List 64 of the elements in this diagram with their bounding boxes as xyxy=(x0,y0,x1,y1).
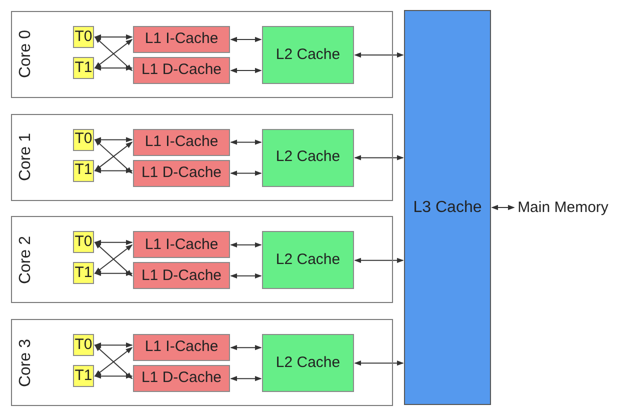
l1-cache-box xyxy=(133,262,230,290)
arrow xyxy=(94,373,133,379)
cache-label: T0 xyxy=(74,336,92,354)
core-box xyxy=(11,114,393,201)
cache-label: T1 xyxy=(74,368,92,384)
arrow xyxy=(94,240,133,246)
l3-cache-box xyxy=(404,10,491,405)
arrow xyxy=(230,68,262,74)
l1-cache-box xyxy=(133,26,230,53)
arrow xyxy=(230,344,262,350)
arrow xyxy=(230,242,262,248)
arrow xyxy=(354,360,404,366)
core-box xyxy=(11,11,393,98)
arrow xyxy=(230,376,262,382)
cache-label: T0 xyxy=(74,131,92,148)
l1-cache-box xyxy=(133,365,230,392)
arrow xyxy=(94,137,133,142)
cache-label: L3 Cache xyxy=(413,198,482,216)
l1-cache-box xyxy=(133,231,230,258)
arrow xyxy=(94,65,133,71)
l2-cache-box xyxy=(262,128,354,187)
arrow xyxy=(230,170,262,176)
l1-cache-box xyxy=(133,334,230,362)
arrow xyxy=(354,155,404,160)
cache-label: L2 Cache xyxy=(276,354,340,372)
cache-label: L1 D-Cache xyxy=(141,62,222,79)
cache-label: T1 xyxy=(74,60,92,76)
arrow xyxy=(230,273,262,279)
cache-label: L1 I-Cache xyxy=(144,31,218,48)
cache-label: L2 Cache xyxy=(276,46,340,64)
cache-label: L1 I-Cache xyxy=(144,134,218,150)
l1-cache-box xyxy=(133,160,230,187)
cache-label: T1 xyxy=(74,162,92,179)
arrow xyxy=(94,270,133,276)
core-box xyxy=(11,319,393,406)
cache-label: T0 xyxy=(74,234,92,251)
main-memory-label: Main Memory xyxy=(518,200,608,216)
l1-cache-box xyxy=(133,128,230,156)
cache-label: L1 I-Cache xyxy=(144,236,218,254)
cache-label: L2 Cache xyxy=(276,149,340,166)
core-label: Core 2 xyxy=(17,236,35,284)
arrow xyxy=(94,168,133,174)
core-box xyxy=(11,216,393,304)
core-label: Core 1 xyxy=(17,133,35,182)
core-label: Core 0 xyxy=(17,30,35,79)
l1-cache-box xyxy=(133,57,230,84)
l2-cache-box xyxy=(262,26,354,84)
arrow xyxy=(354,52,404,58)
arrow xyxy=(94,34,133,40)
cache-label: L1 I-Cache xyxy=(144,339,218,356)
cache-label: T0 xyxy=(74,28,92,46)
arrow xyxy=(230,36,262,42)
l2-cache-box xyxy=(262,231,354,290)
arrow xyxy=(230,140,262,145)
cache-label: L1 D-Cache xyxy=(141,370,222,387)
l2-cache-box xyxy=(262,334,354,392)
cache-label: L2 Cache xyxy=(276,252,340,269)
cache-label: T1 xyxy=(74,265,92,282)
arrow xyxy=(354,258,404,264)
arrow xyxy=(491,204,515,210)
cache-label: L1 D-Cache xyxy=(141,164,222,182)
arrow xyxy=(94,342,133,348)
core-label: Core 3 xyxy=(17,338,35,387)
cache-label: L1 D-Cache xyxy=(141,268,222,284)
